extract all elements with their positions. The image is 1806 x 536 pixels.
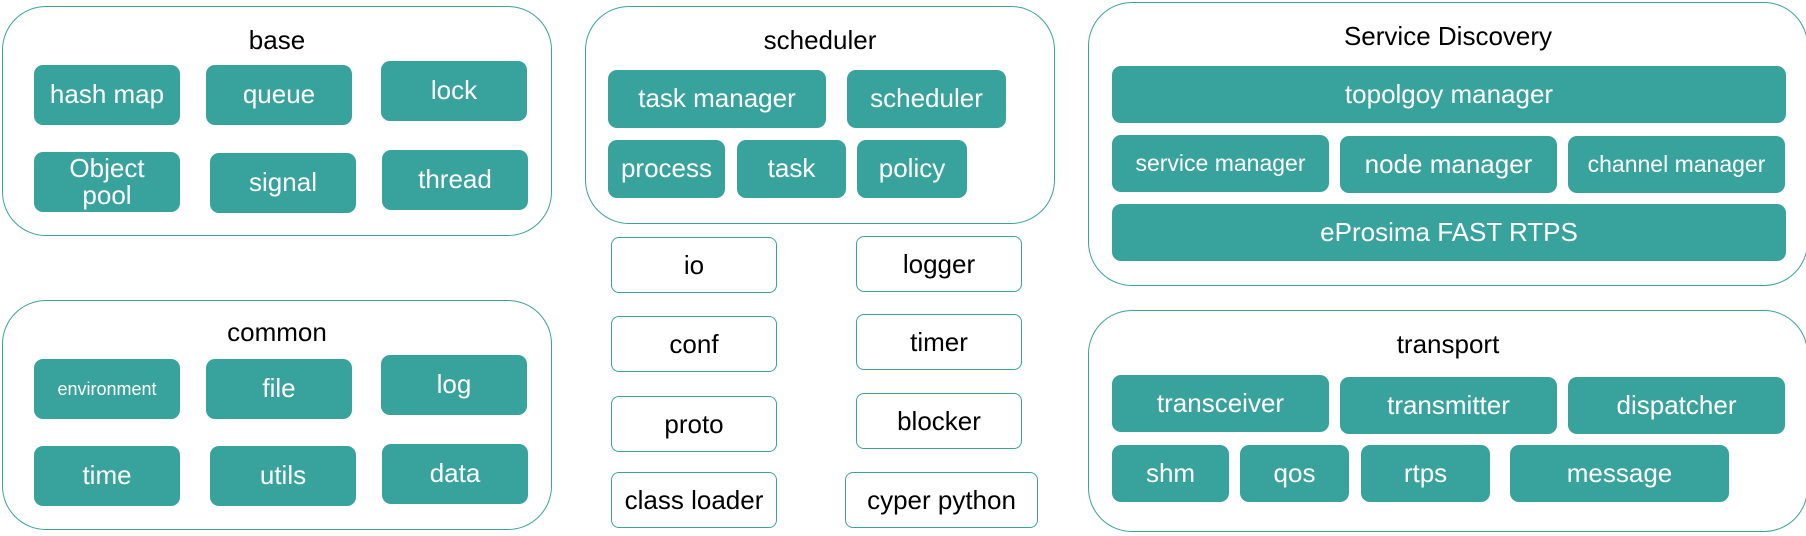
module-blocker: blocker [856,393,1022,449]
module-proto: proto [611,396,777,452]
module-timer: timer [856,314,1022,370]
group-common-title: common [227,317,327,347]
module-queue: queue [206,65,352,125]
module-thread: thread [382,150,528,210]
module-signal: signal [210,153,356,213]
module-time: time [34,446,180,506]
module-eprosima-fast-rtps: eProsima FAST RTPS [1112,204,1786,261]
module-task-manager: task manager [608,70,826,128]
group-scheduler-title: scheduler [763,25,877,55]
module-lock: lock [381,61,527,121]
module-io: io [611,237,777,293]
module-task: task [737,140,846,198]
module-message: message [1510,445,1729,502]
module-scheduler: scheduler [847,70,1006,128]
module-node-manager: node manager [1340,136,1557,193]
module-utils: utils [210,446,356,506]
module-service-manager: service manager [1112,135,1329,192]
module-transceiver: transceiver [1112,375,1329,432]
module-data: data [382,444,528,504]
module-hash-map: hash map [34,65,180,125]
module-environment: environment [34,359,180,419]
module-object-pool: Object pool [34,152,180,212]
module-topology-manager: topolgoy manager [1112,66,1786,123]
module-process: process [608,140,725,198]
module-channel-manager: channel manager [1568,136,1785,193]
module-policy: policy [857,140,967,198]
module-dispatcher: dispatcher [1568,377,1785,434]
group-transport-title: transport [1396,329,1500,359]
group-base-title: base [248,25,306,55]
group-service-discovery-title: Service Discovery [1343,21,1553,51]
module-log: log [381,355,527,415]
module-qos: qos [1240,445,1349,502]
module-shm: shm [1112,445,1229,502]
module-rtps: rtps [1361,445,1490,502]
module-class-loader: class loader [611,472,777,528]
module-cyper-python: cyper python [845,472,1038,528]
module-conf: conf [611,316,777,372]
module-file: file [206,359,352,419]
module-logger: logger [856,236,1022,292]
module-transmitter: transmitter [1340,377,1557,434]
